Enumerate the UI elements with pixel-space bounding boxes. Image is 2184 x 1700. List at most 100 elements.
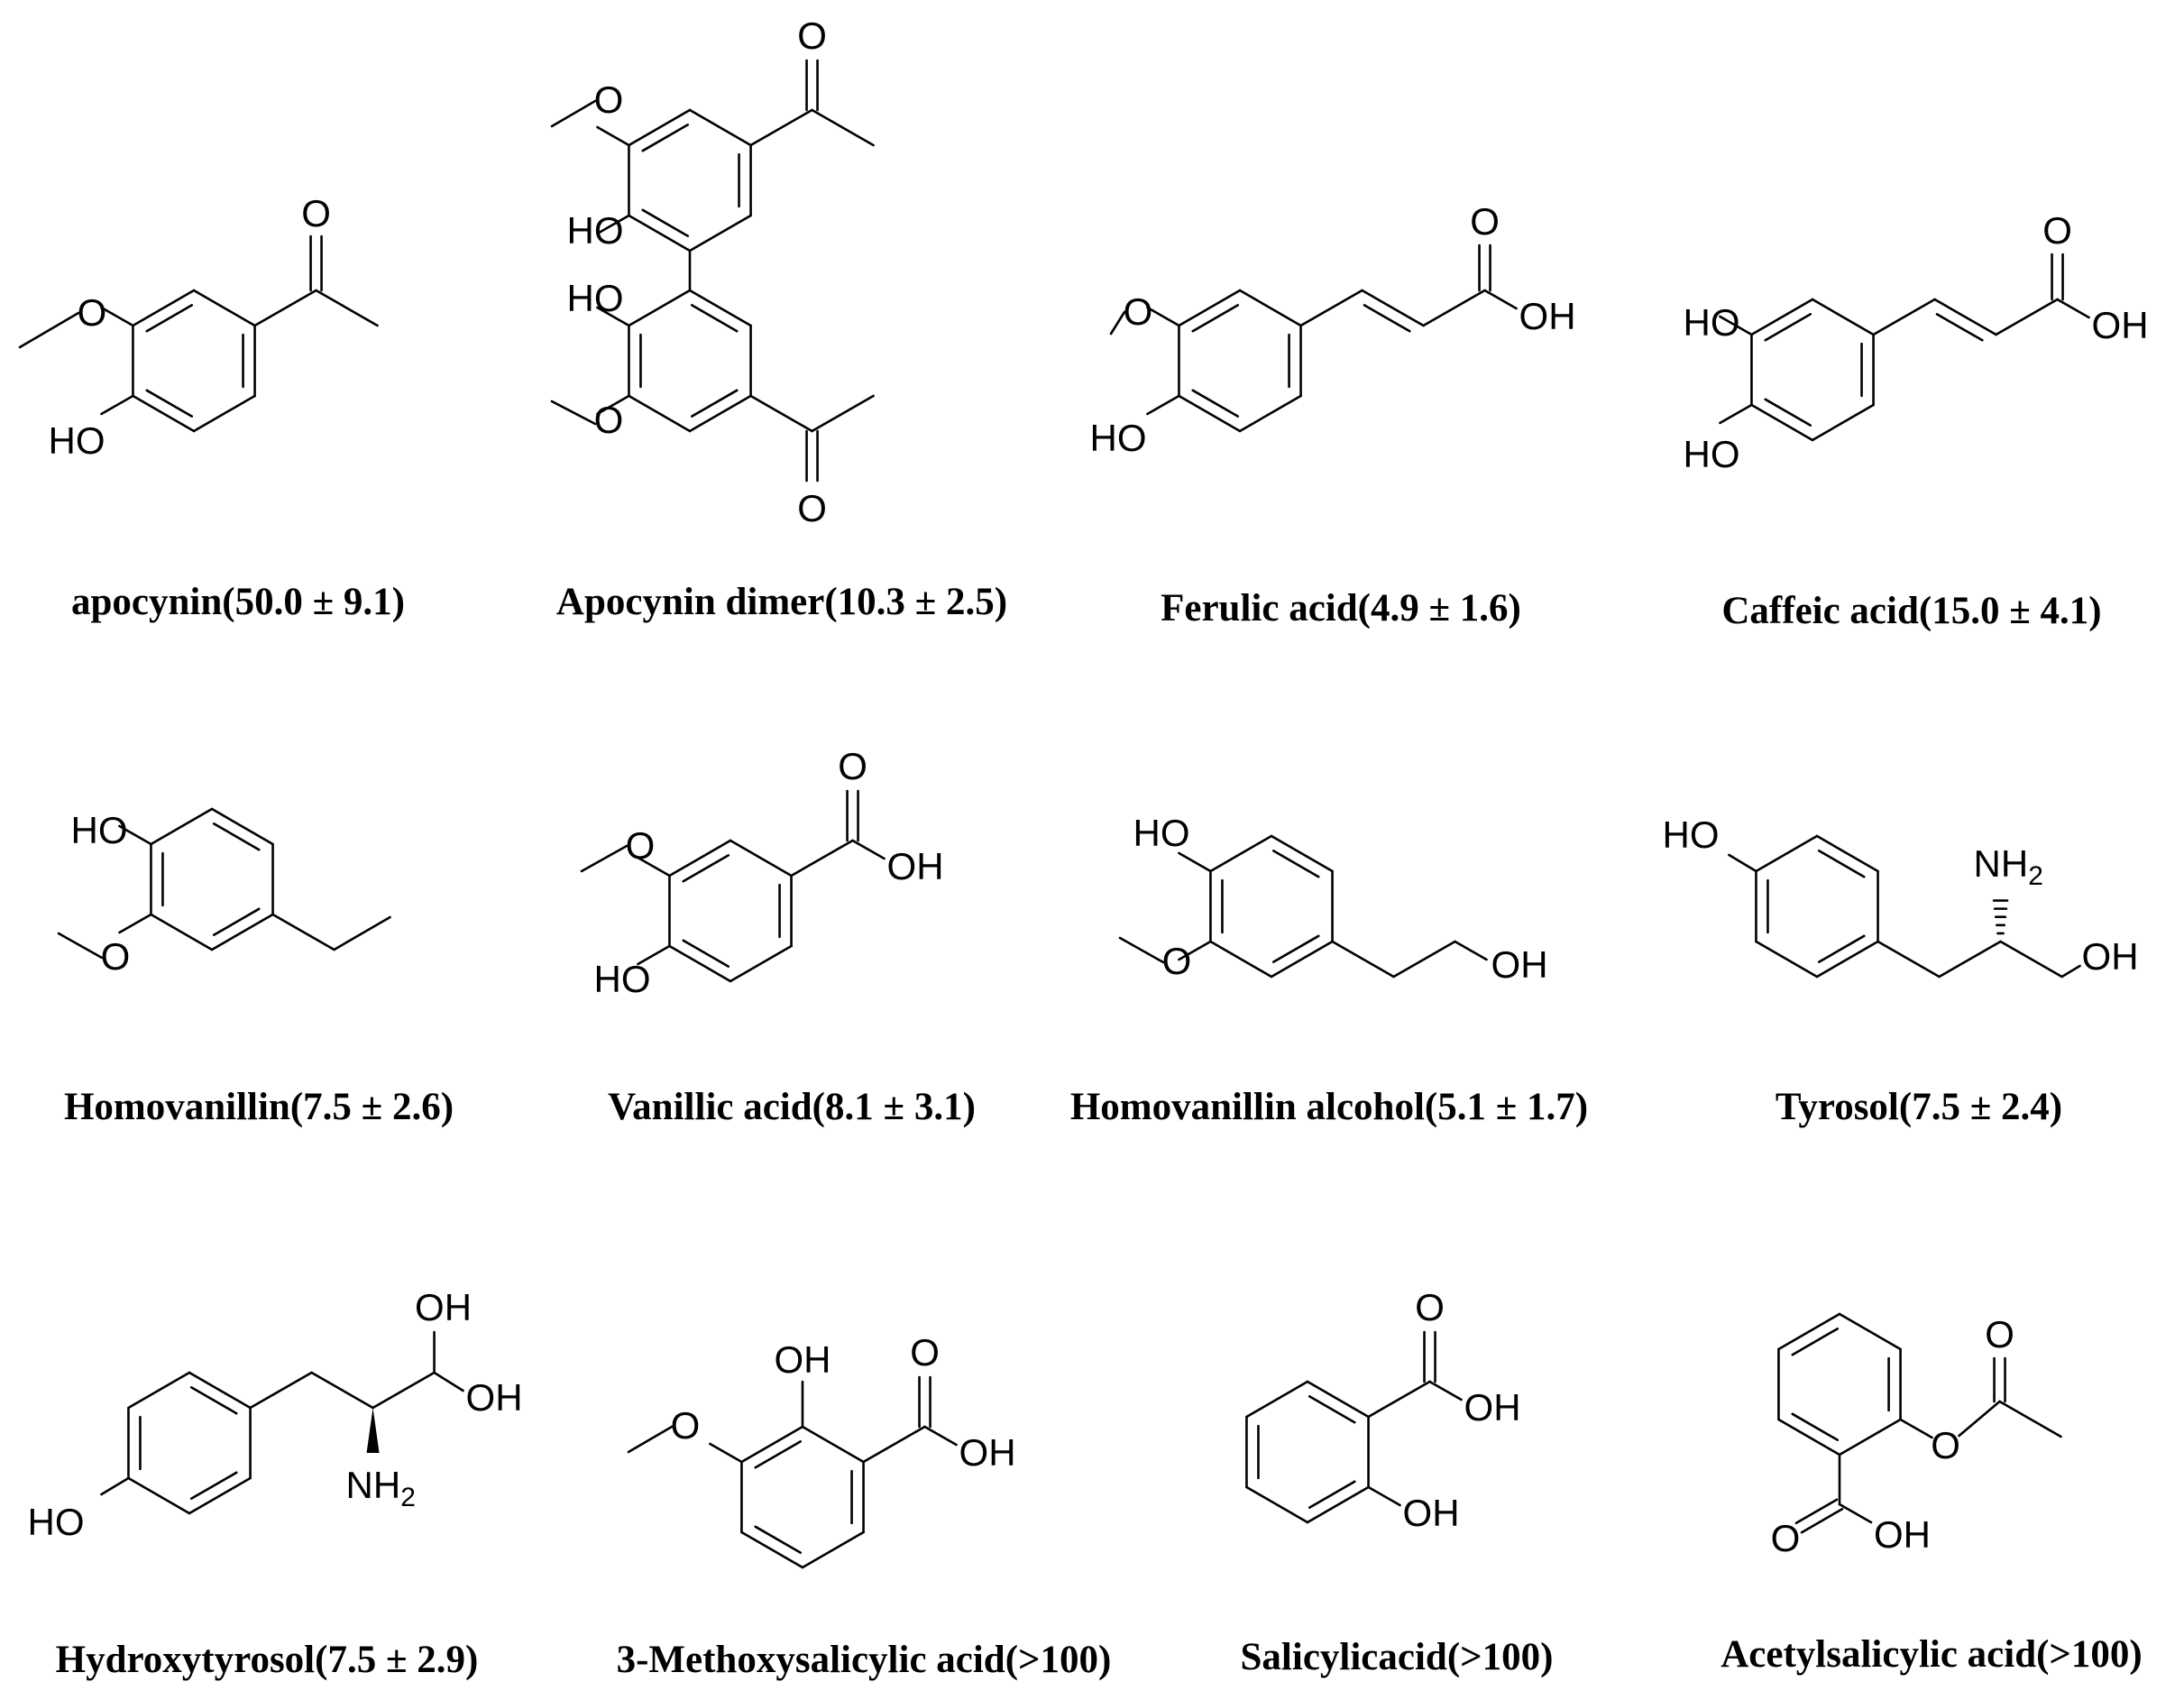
bond [1838, 1502, 1873, 1524]
bond [315, 289, 379, 327]
bond [628, 108, 692, 147]
compound-label-hydroxytyrosol: Hydroxytyrosol(7.5 ± 2.9) [56, 1639, 479, 1681]
bond [580, 844, 629, 873]
bond [740, 1425, 804, 1464]
bond [1791, 1328, 1840, 1356]
atom-label: O [838, 745, 867, 787]
atom-label: OH [466, 1376, 523, 1419]
bond [628, 394, 692, 433]
bond [1146, 394, 1180, 416]
bond [801, 1425, 865, 1464]
bond [118, 913, 152, 934]
compound-label-apocynin-dimer: Apocynin dimer(10.3 ± 2.5) [556, 581, 1007, 623]
bond [709, 1442, 743, 1464]
bond [688, 394, 752, 433]
atom-label: OH [1464, 1386, 1521, 1429]
bond [57, 932, 104, 960]
bond [1811, 298, 1875, 336]
bond [145, 304, 194, 333]
atom-label: O [671, 1404, 701, 1447]
bond [192, 289, 256, 327]
bond [188, 1476, 252, 1515]
bond [1209, 834, 1273, 873]
bond [1999, 940, 2063, 979]
bond [1872, 298, 1936, 336]
atom-label: O [594, 78, 624, 121]
atom-label: O [797, 14, 827, 57]
bond [1178, 940, 1212, 961]
bond [127, 1371, 191, 1410]
bond [132, 394, 196, 433]
bond [1899, 1418, 1933, 1439]
bond [729, 839, 793, 878]
bond [628, 289, 692, 327]
atom-label: OH [959, 1431, 1016, 1474]
bond [1719, 403, 1753, 425]
bond [271, 913, 335, 951]
bond [1191, 304, 1240, 333]
atom-label: O [1415, 1286, 1445, 1328]
bond [1363, 304, 1411, 333]
bond [372, 1371, 436, 1410]
bond [682, 939, 730, 968]
bond [1958, 1400, 2001, 1438]
bond [1178, 851, 1212, 873]
bond [1719, 315, 1753, 336]
bond [690, 389, 739, 418]
compound-label-acetylsalicylic-acid: Acetylsalicylic acid(>100) [1721, 1633, 2143, 1676]
bond [1817, 934, 1866, 963]
bond [627, 1425, 674, 1454]
bond [1935, 313, 1984, 342]
atom-label: O [2042, 209, 2072, 252]
atom-label-nh2: NH2 [346, 1464, 416, 1512]
bond [210, 807, 274, 846]
bond [1838, 1312, 1902, 1351]
atom-label: O [78, 291, 107, 334]
bond [192, 394, 256, 433]
bond [2060, 964, 2081, 979]
bond [749, 394, 813, 433]
atom-label: HO [594, 958, 651, 1000]
atom-label: OH [887, 845, 944, 887]
bond [100, 394, 134, 416]
bond [1998, 1400, 2062, 1438]
atom-label: HO [567, 209, 624, 252]
atom-label: OH [1491, 943, 1548, 986]
molecule-homovanillin: HOO [57, 807, 391, 978]
bond [1791, 1412, 1840, 1441]
atom-label: O [1162, 940, 1192, 982]
compound-label-homovanillin-alcohol: Homovanillin alcohol(5.1 ± 1.7) [1070, 1086, 1588, 1128]
bond [1777, 1312, 1841, 1351]
bond [1308, 1395, 1356, 1424]
bond [1178, 394, 1242, 433]
bond [790, 839, 854, 878]
bond [145, 389, 194, 418]
bond [1755, 834, 1819, 873]
atom-label: HO [71, 809, 128, 851]
bond [1422, 289, 1486, 327]
atom-label: O [910, 1331, 940, 1374]
bond [682, 854, 730, 883]
atom-label: OH [775, 1338, 831, 1381]
atom-label: O [594, 399, 624, 441]
bond [740, 1530, 804, 1569]
bond [212, 822, 261, 851]
bond [1815, 940, 1879, 979]
bond [923, 1425, 958, 1447]
bond [1800, 1507, 1844, 1534]
bond [100, 306, 134, 327]
atom-label: O [1124, 290, 1153, 333]
bond [127, 1476, 191, 1515]
bond [18, 311, 80, 349]
bond [1764, 398, 1812, 427]
atom-label: HO [28, 1501, 85, 1543]
compound-label-vanillic-acid: Vanillic acid(8.1 ± 3.1) [608, 1086, 976, 1128]
bond [433, 1371, 464, 1392]
